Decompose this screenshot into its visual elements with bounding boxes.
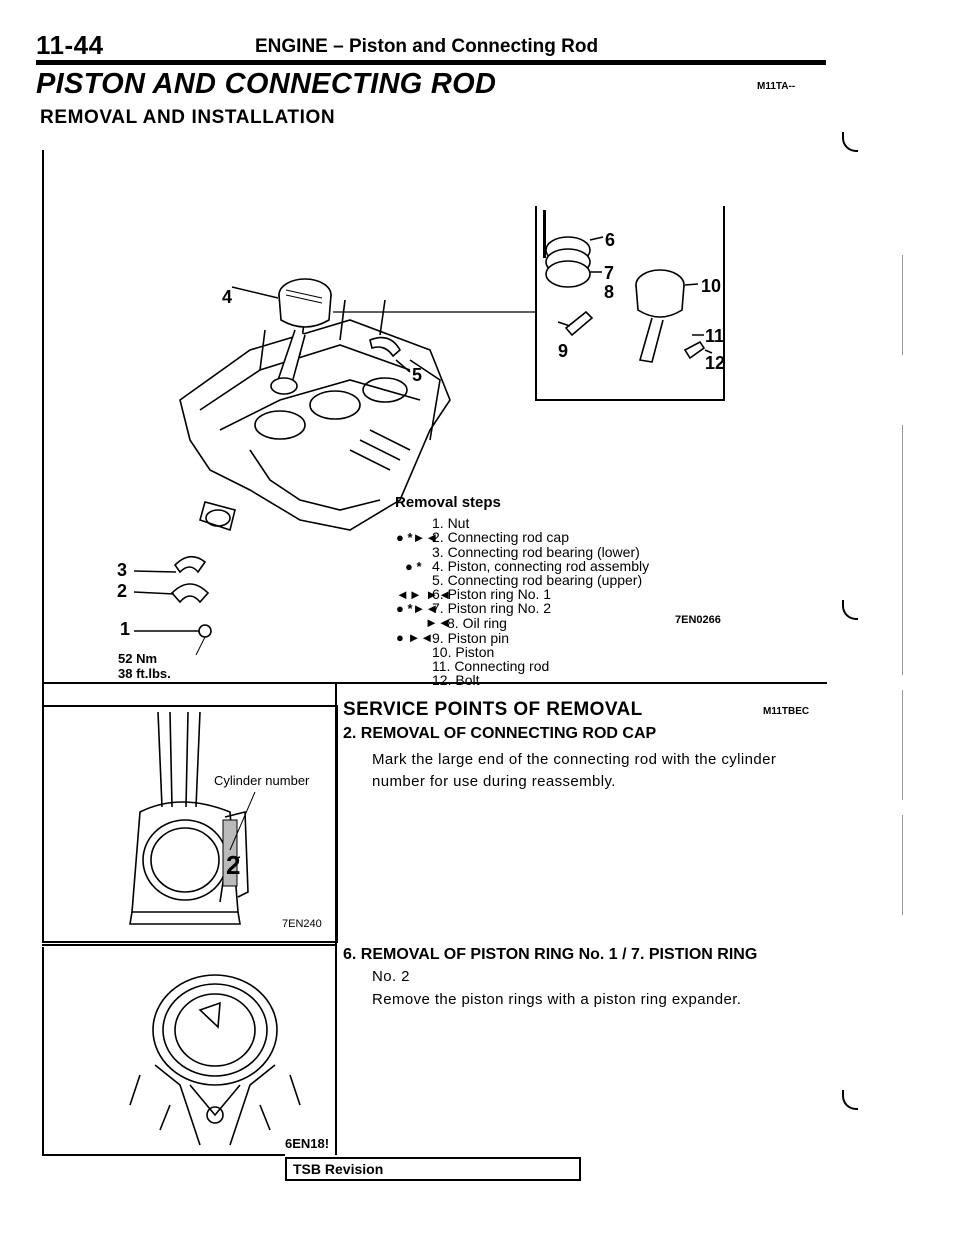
page-subtitle: REMOVAL AND INSTALLATION — [40, 107, 336, 128]
callout-3: 3 — [117, 560, 128, 580]
piston-ring-expander-illustration — [129, 974, 301, 1146]
step-12: 12. Bolt — [432, 672, 480, 688]
margin-mark — [842, 1090, 858, 1110]
engine-block-illustration — [133, 236, 713, 656]
service-item-heading: 2. REMOVAL OF CONNECTING ROD CAP — [343, 725, 657, 742]
page-number: 11-44 — [36, 30, 104, 60]
callout-4: 4 — [222, 287, 233, 307]
step-10: 10. Piston — [432, 644, 495, 660]
step-3: 3. Connecting rod bearing (lower) — [432, 544, 640, 560]
ring-figure-code: 6EN18! — [285, 1136, 330, 1151]
tsb-revision-box: TSB Revision — [285, 1157, 581, 1181]
service-item-heading-cont: No. 2 — [372, 968, 410, 985]
service-item-heading: 6. REMOVAL OF PISTON RING No. 1 / 7. PIS… — [343, 946, 758, 963]
frame-left — [42, 150, 44, 718]
section-title: ENGINE – Piston and Connecting Rod — [255, 36, 599, 57]
callout-8: 8 — [604, 282, 615, 302]
service-item-text: Mark the large end of the connecting rod… — [372, 751, 777, 790]
step-2: 2. Connecting rod cap — [432, 529, 569, 545]
step-mark: ►◄ — [425, 615, 451, 630]
step-5: 5. Connecting rod bearing (upper) — [432, 572, 643, 588]
step-mark: ● * — [405, 559, 422, 574]
step-9: 9. Piston pin — [432, 630, 510, 646]
step-4: 4. Piston, connecting rod assembly — [432, 558, 650, 574]
margin-mark — [842, 600, 858, 620]
callout-2: 2 — [117, 581, 128, 601]
footer-rule — [42, 1154, 285, 1156]
step-mark: ◄► ►◄ — [396, 587, 452, 602]
cylinder-number-label: Cylinder number — [214, 773, 310, 788]
service-code: M11TBEC — [763, 706, 810, 717]
callout-6: 6 — [605, 230, 616, 250]
removal-steps-title: Removal steps — [395, 494, 501, 511]
header-rule — [36, 60, 826, 65]
inset-frame — [535, 206, 725, 401]
step-6: 6. Piston ring No. 1 — [432, 586, 552, 602]
margin-line — [902, 255, 903, 355]
torque-imperial: 38 ft.lbs. — [118, 666, 171, 681]
step-mark: ● *►◄ — [396, 530, 439, 545]
step-11: 11. Connecting rod — [432, 658, 550, 674]
rod-figure-code: 7EN240 — [282, 918, 322, 930]
inset-bracket — [543, 210, 546, 258]
page-title: PISTON AND CONNECTING ROD — [36, 68, 497, 100]
margin-line — [902, 690, 903, 800]
service-heading: SERVICE POINTS OF REMOVAL — [343, 699, 643, 720]
callout-9: 9 — [558, 341, 569, 361]
callout-1: 1 — [120, 619, 131, 639]
torque-metric: 52 Nm — [118, 651, 158, 666]
margin-line — [902, 425, 903, 675]
figure-divider — [42, 944, 336, 946]
service-item-text: Remove the piston rings with a piston ri… — [372, 991, 742, 1008]
svg-text:2: 2 — [226, 850, 240, 880]
step-7: 7. Piston ring No. 2 — [432, 600, 552, 616]
callout-12: 12 — [705, 353, 726, 373]
callout-7: 7 — [604, 263, 615, 283]
title-code: M11TA-- — [757, 81, 796, 92]
ring-figure-frame — [42, 947, 336, 1155]
callout-10: 10 — [701, 276, 722, 296]
connecting-rod-illustration: 2 — [129, 712, 256, 925]
margin-mark — [842, 132, 858, 152]
callout-11: 11 — [705, 326, 725, 346]
step-mark: ● *►◄ — [396, 601, 439, 616]
step-mark: ● ►◄ — [396, 630, 434, 645]
figure-code: 7EN0266 — [675, 614, 721, 626]
step-8: 8. Oil ring — [447, 615, 507, 631]
rod-figure-frame — [42, 705, 338, 943]
callout-5: 5 — [412, 365, 423, 385]
margin-line — [902, 815, 903, 915]
frame-divider — [42, 682, 827, 684]
step-1: 1. Nut — [432, 515, 470, 531]
